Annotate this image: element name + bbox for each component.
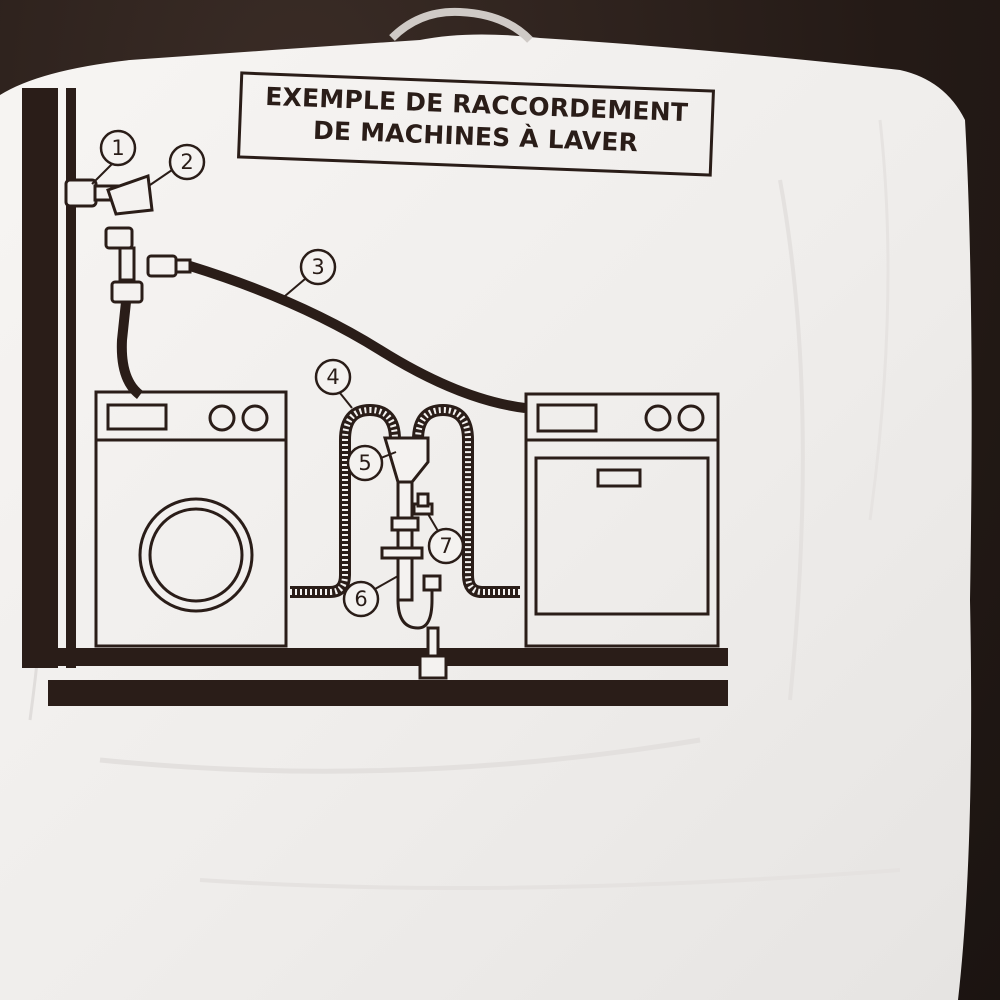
svg-text:4: 4 bbox=[326, 365, 339, 389]
callout-1: 1 bbox=[91, 129, 137, 185]
svg-text:1: 1 bbox=[111, 136, 124, 160]
callout-5: 5 bbox=[346, 444, 397, 482]
inlet-hose-left bbox=[116, 301, 144, 399]
svg-text:2: 2 bbox=[180, 150, 193, 174]
title-frame: EXEMPLE DE RACCORDEMENT DE MACHINES À LA… bbox=[236, 71, 715, 177]
svg-text:6: 6 bbox=[354, 587, 367, 611]
callout-6: 6 bbox=[342, 575, 399, 618]
drain-hose-right-ribs bbox=[415, 406, 520, 595]
valve-icon bbox=[64, 173, 192, 304]
inlet-hose-3 bbox=[188, 261, 526, 413]
floor-slab bbox=[48, 680, 728, 706]
dishwasher-icon bbox=[524, 392, 720, 648]
title-border bbox=[237, 71, 715, 177]
callout-3: 3 bbox=[284, 248, 337, 297]
callout-4: 4 bbox=[314, 358, 353, 409]
svg-text:5: 5 bbox=[358, 451, 371, 475]
wall-pipe bbox=[66, 88, 76, 668]
svg-text:7: 7 bbox=[439, 534, 452, 558]
callout-7: 7 bbox=[427, 513, 465, 565]
drain-hose-left-ribs bbox=[290, 406, 398, 595]
svg-text:3: 3 bbox=[311, 255, 324, 279]
siphon-icon bbox=[380, 436, 448, 680]
floor bbox=[48, 648, 728, 666]
washing-machine-icon bbox=[94, 390, 288, 648]
callout-2: 2 bbox=[149, 143, 206, 186]
wall bbox=[22, 88, 58, 668]
